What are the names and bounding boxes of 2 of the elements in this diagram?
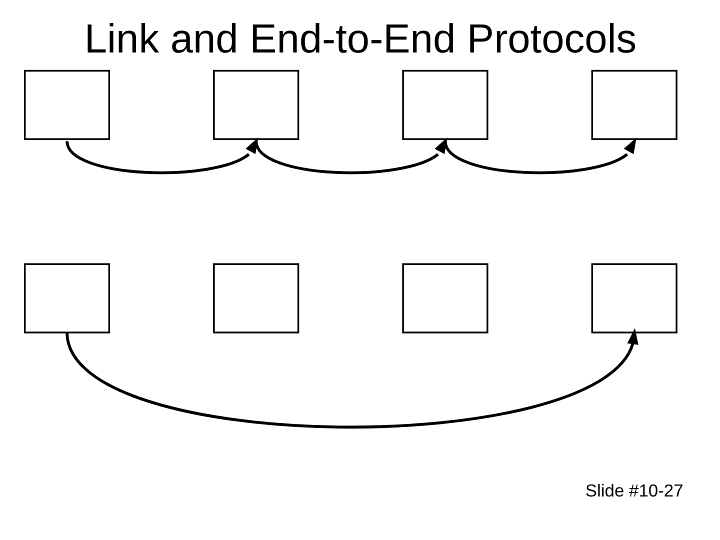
label: Slide #10-27 xyxy=(584,480,683,500)
diagram-title: Link and End-to-End Protocols xyxy=(84,15,636,62)
